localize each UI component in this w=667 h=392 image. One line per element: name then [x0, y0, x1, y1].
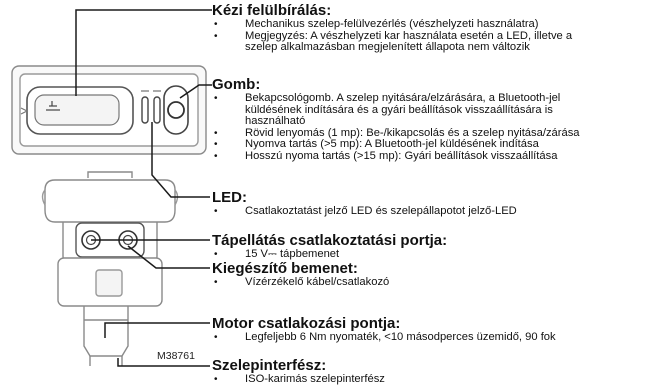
- led-indicator-1: [141, 96, 149, 124]
- section-button: Gomb: Bekapcsológomb. A szelep nyitására…: [212, 77, 667, 163]
- bullet-item: 15 V⎓ tápbemenet: [212, 248, 667, 261]
- section-power-port: Tápellátás csatlakoztatási portja: 15 V⎓…: [212, 233, 667, 261]
- bullet-list: Bekapcsológomb. A szelep nyitására/elzár…: [212, 92, 667, 163]
- figure-code: M38761: [157, 350, 195, 362]
- leader-manual-override: [75, 9, 212, 96]
- bullet-list: 15 V⎓ tápbemenet: [212, 248, 667, 261]
- section-title: Gomb:: [212, 76, 261, 93]
- leader-motor-point: [104, 322, 210, 338]
- section-title: Tápellátás csatlakoztatási portja:: [212, 232, 448, 249]
- bullet-list: Mechanikus szelep-felülvezérlés (vészhel…: [212, 18, 667, 54]
- bullet-item: Csatlakoztatást jelző LED és szelepállap…: [212, 205, 667, 218]
- leader-accessory-port: [127, 245, 210, 269]
- bullet-item: küldésének indítására és a gyári beállít…: [245, 103, 553, 116]
- section-valve-interface: Szelepinterfész: ISO-karimás szelepinter…: [212, 358, 667, 386]
- section-title: Motor csatlakozási pontja:: [212, 315, 401, 332]
- section-manual-override: Kézi felülbírálás: Mechanikus szelep-fel…: [212, 3, 667, 54]
- bullet-list: Vízérzékelő kábel/csatlakozó: [212, 276, 667, 289]
- section-title: LED:: [212, 189, 247, 206]
- bullet-item: Nyomva tartás (>5 mp): A Bluetooth-jel k…: [212, 139, 667, 151]
- device-front-view: [41, 171, 179, 366]
- leader-led: [151, 122, 210, 198]
- section-accessory-input: Kiegészítő bemenet: Vízérzékelő kábel/cs…: [212, 261, 667, 289]
- leader-lines: [75, 9, 212, 367]
- bullet-item: használható: [245, 115, 306, 128]
- bullet-item: ISO-karimás szelepinterfész: [212, 373, 667, 386]
- bullet-item: Mechanikus szelep-felülvezérlés (vészhel…: [212, 18, 667, 31]
- bullet-item: Legfeljebb 6 Nm nyomaték, <10 másodperce…: [212, 331, 667, 344]
- bullet-item: Megjegyzés: A vészhelyzeti kar használat…: [212, 30, 667, 43]
- led-indicator-2: [153, 96, 161, 124]
- bullet-item: Rövid lenyomás (1 mp): Be-/kikapcsolás é…: [212, 127, 667, 140]
- bullet-item: szelep alkalmazásban megjelenített állap…: [245, 41, 530, 54]
- bullet-item: Bekapcsológomb. A szelep nyitására/elzár…: [212, 92, 667, 105]
- bullet-list: ISO-karimás szelepinterfész: [212, 373, 667, 386]
- leader-button: [179, 84, 212, 99]
- bullet-item: Hosszú nyoma tartás (>15 mp): Gyári beál…: [212, 150, 667, 163]
- section-title: Szelepinterfész:: [212, 357, 327, 374]
- bullet-item: Vízérzékelő kábel/csatlakozó: [212, 276, 667, 289]
- section-title: Kiegészítő bemenet:: [212, 260, 358, 277]
- power-button: [167, 101, 185, 119]
- leader-valve-interface: [117, 358, 210, 367]
- bullet-list: Csatlakoztatást jelző LED és szelepállap…: [212, 205, 667, 218]
- section-title: Kézi felülbírálás:: [212, 2, 332, 19]
- section-led: LED: Csatlakoztatást jelző LED és szelep…: [212, 190, 667, 218]
- bullet-list: Legfeljebb 6 Nm nyomaték, <10 másodperce…: [212, 331, 667, 344]
- device-top-view: [11, 65, 207, 155]
- section-motor-point: Motor csatlakozási pontja: Legfeljebb 6 …: [212, 316, 667, 344]
